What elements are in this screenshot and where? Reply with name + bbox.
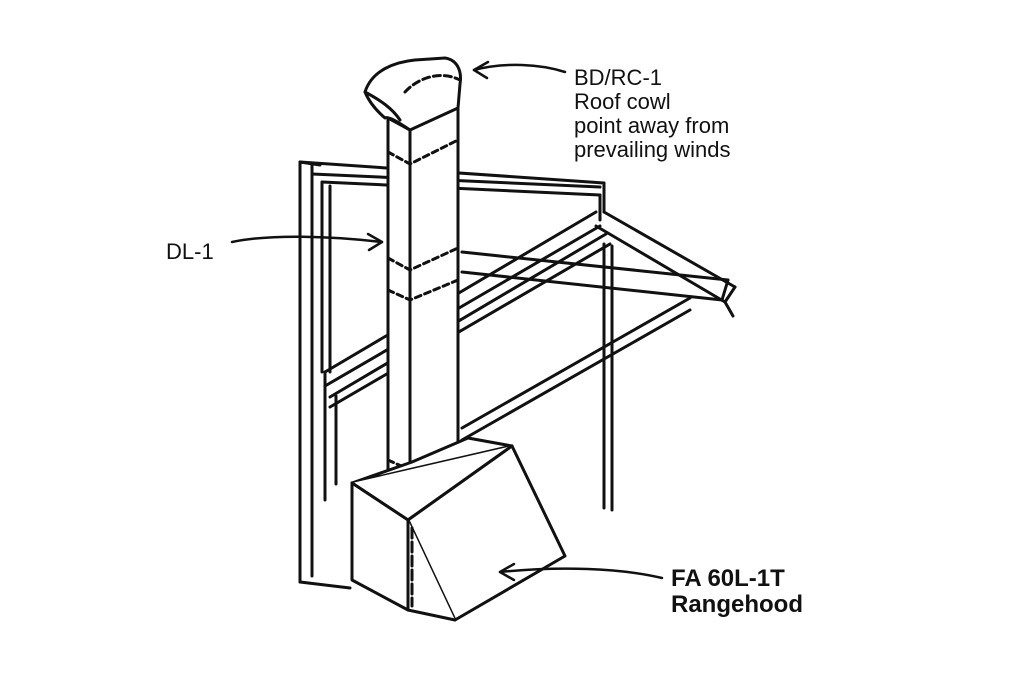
rangehood	[350, 436, 567, 622]
roof-cowl	[363, 56, 462, 132]
duct-label: DL-1	[166, 240, 214, 264]
duct-code: DL-1	[166, 239, 214, 264]
roof-cowl-label: BD/RC-1 Roof cowl point away from prevai…	[574, 66, 731, 162]
duct-dl-1	[386, 103, 460, 482]
leader-arrows	[230, 60, 664, 582]
rangehood-label: FA 60L-1T Rangehood	[671, 566, 803, 618]
roof-cowl-note-line2: prevailing winds	[574, 137, 731, 162]
roof-cowl-note-line1: point away from	[574, 113, 730, 138]
roof-cowl-name: Roof cowl	[574, 89, 671, 114]
lower-wall-panel	[298, 384, 352, 590]
rangehood-name: Rangehood	[671, 591, 803, 618]
ceiling-beams	[323, 210, 737, 512]
rangehood-code: FA 60L-1T	[671, 565, 785, 592]
roof-cowl-code: BD/RC-1	[574, 65, 663, 90]
